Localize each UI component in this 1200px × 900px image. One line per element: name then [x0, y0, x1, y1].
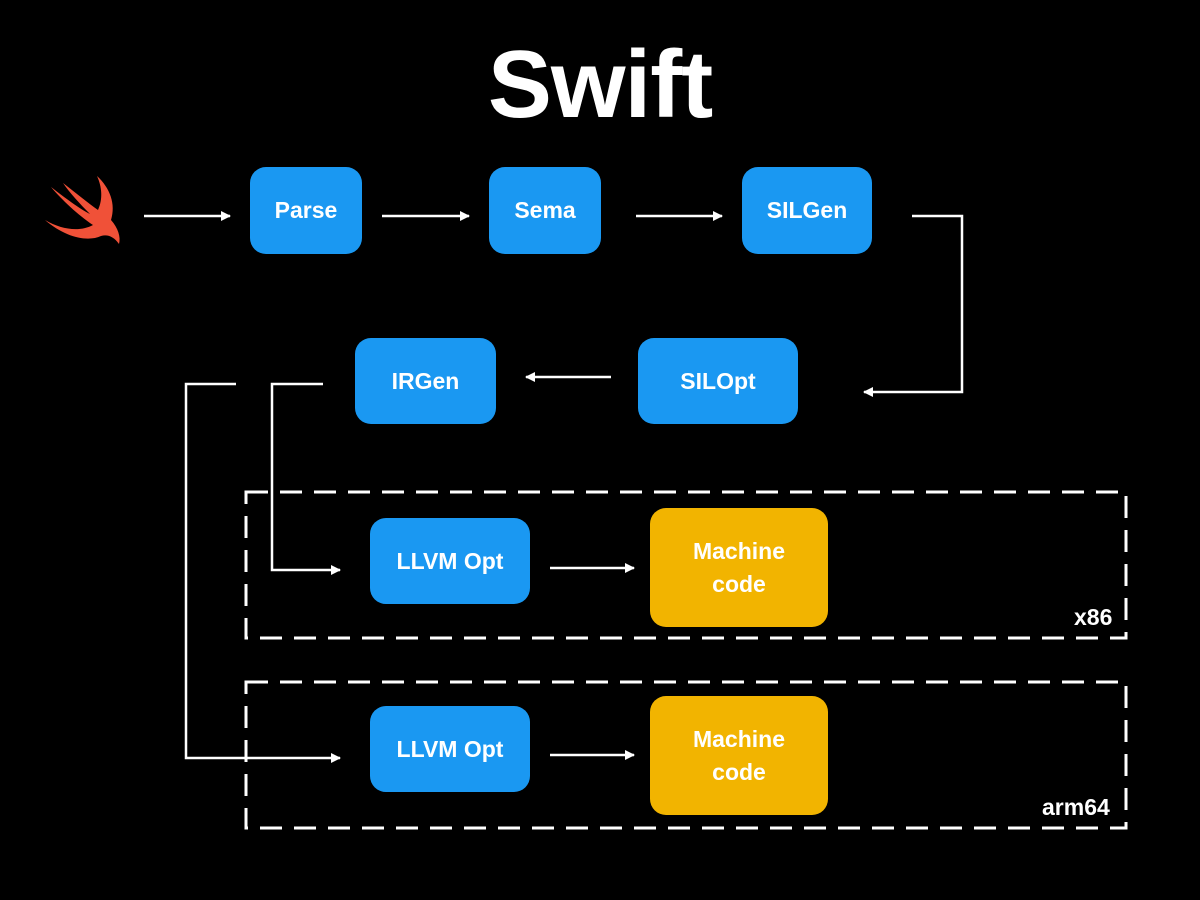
x86-region-outline — [244, 490, 1128, 640]
stage-irgen: IRGen — [355, 338, 496, 424]
stage-sema: Sema — [489, 167, 601, 254]
arm64-region-outline — [244, 680, 1128, 830]
page-title: Swift — [487, 31, 713, 138]
arm64-llvm-opt: LLVM Opt — [370, 706, 530, 792]
stage-silgen: SILGen — [742, 167, 872, 254]
x86-llvm-opt: LLVM Opt — [370, 518, 530, 604]
swift-logo-icon — [45, 176, 120, 244]
arm64-region-label: arm64 — [1042, 794, 1110, 820]
stage-parse: Parse — [250, 167, 362, 254]
arm64-machine-code: Machine code — [650, 696, 828, 815]
x86-machine-code: Machine code — [650, 508, 828, 627]
x86-region-label: x86 — [1074, 604, 1113, 630]
arrow-irgen-to-x86-llvm — [270, 382, 341, 575]
stage-silopt: SILOpt — [638, 338, 798, 424]
arrow-silgen-to-silopt — [863, 214, 964, 397]
arm64-machine-code-label: Machine code — [692, 725, 786, 785]
x86-machine-code-label: Machine code — [692, 537, 786, 597]
arrow-irgen-to-arm64-llvm — [184, 382, 341, 763]
